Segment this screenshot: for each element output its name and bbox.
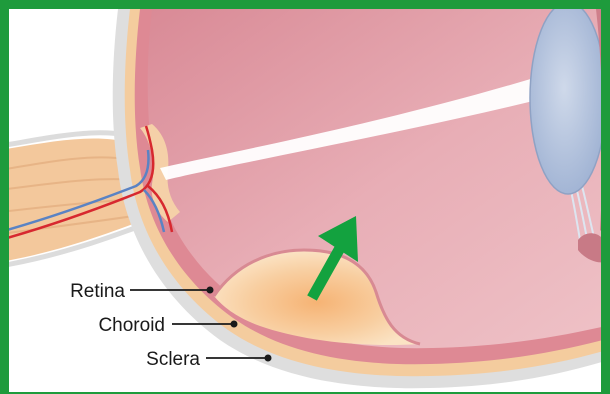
lens (530, 2, 606, 194)
sclera-label: Sclera (146, 349, 200, 370)
retina-label: Retina (70, 281, 125, 302)
retina-pointer-dot (207, 287, 214, 294)
sclera-pointer-dot (265, 355, 272, 362)
choroid-pointer-dot (231, 321, 238, 328)
choroid-label: Choroid (98, 315, 165, 336)
